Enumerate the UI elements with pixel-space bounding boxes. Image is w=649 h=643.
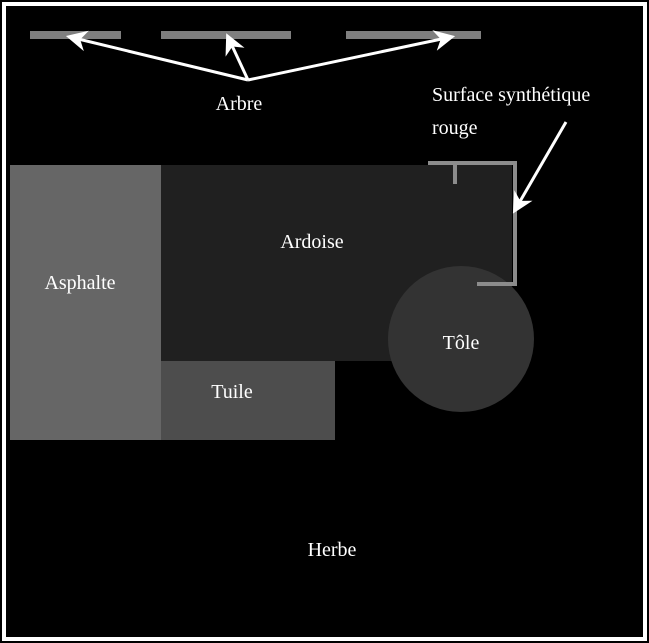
tile-label: Tuile [211, 381, 253, 403]
red-synthetic-label-line2: rouge [432, 117, 478, 139]
sheet-metal-label: Tôle [443, 332, 480, 354]
tree-arrow-middle [225, 33, 250, 81]
tree-bar-middle [161, 31, 291, 39]
tree-bar-right [346, 31, 481, 39]
tile-region [161, 361, 335, 440]
sheet-metal-region [388, 266, 534, 412]
tree-arrow-left [65, 30, 249, 82]
asphalt-label: Asphalte [44, 272, 115, 294]
red-synthetic-label-line1: Surface synthétique [432, 84, 590, 106]
tree-label: Arbre [216, 93, 263, 115]
slate-label: Ardoise [280, 231, 343, 253]
grass-label: Herbe [308, 539, 357, 561]
red-synthetic-outline [428, 161, 517, 286]
tree-arrow-right [247, 30, 456, 82]
asphalt-region [10, 165, 161, 440]
red-synthetic-arrow [512, 121, 568, 214]
